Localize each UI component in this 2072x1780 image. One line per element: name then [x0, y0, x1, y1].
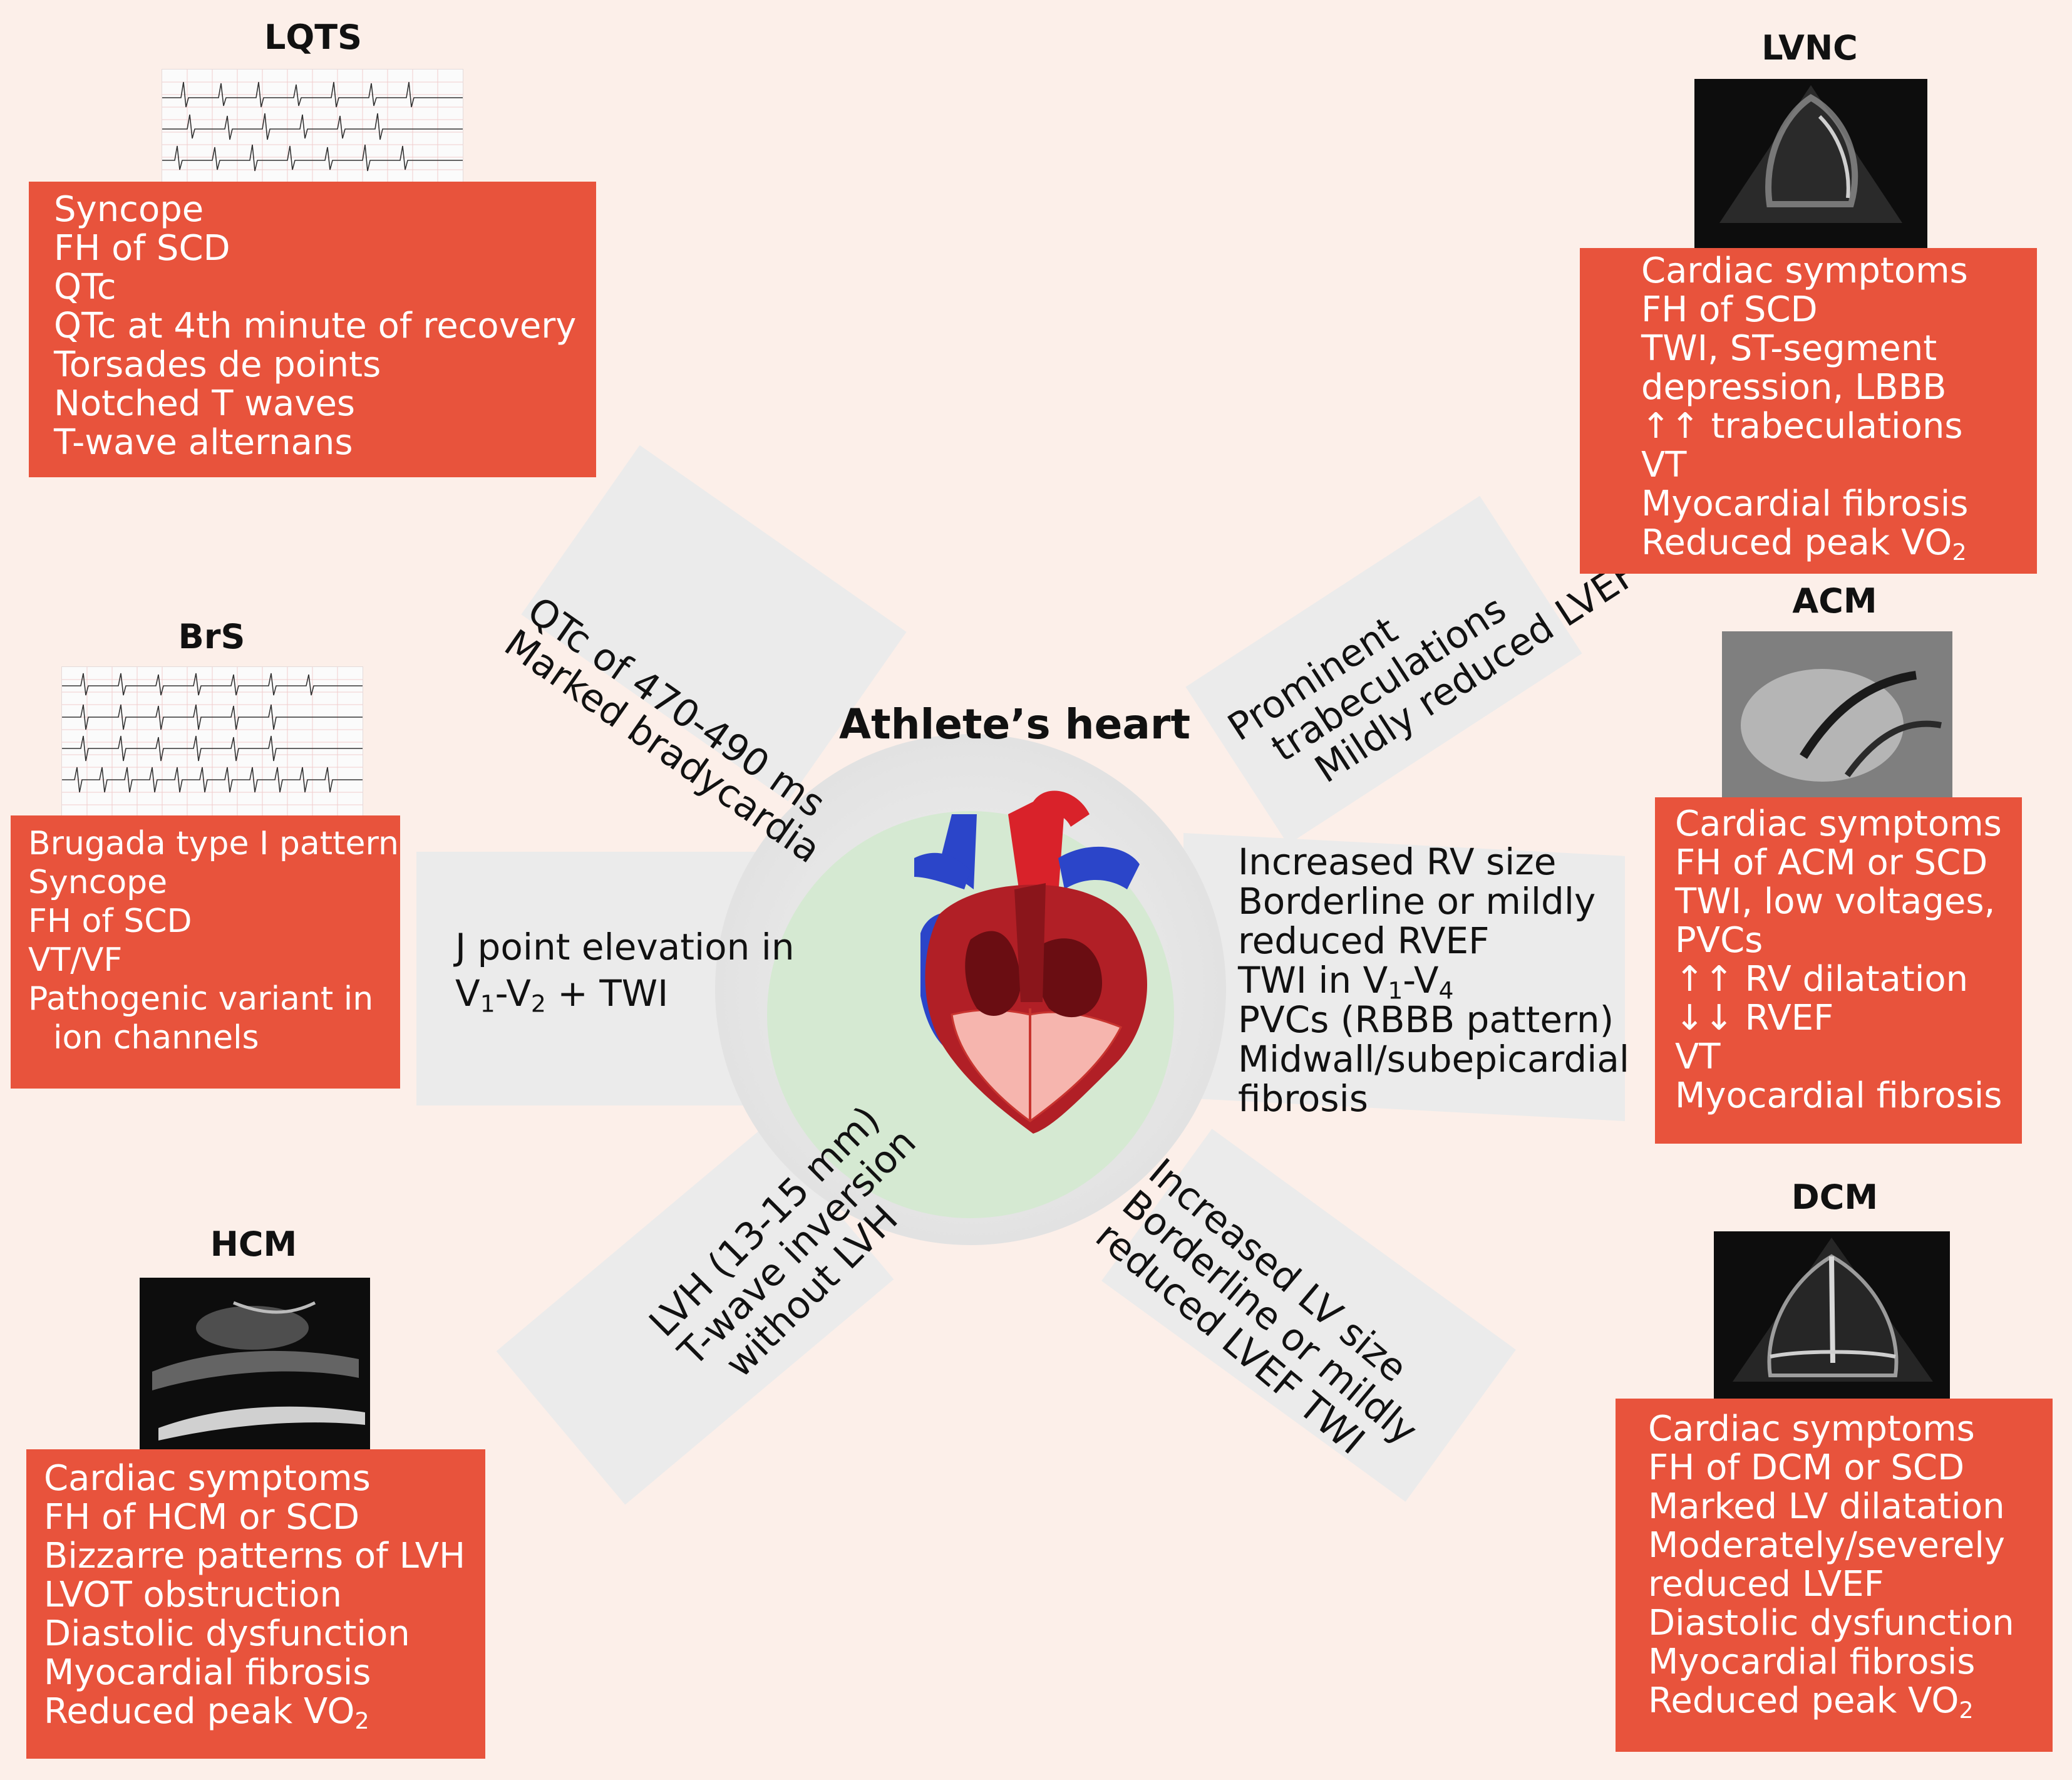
brs-item-1: Brugada type I pattern — [28, 825, 399, 862]
lqts-item-6: Notched T waves — [54, 383, 356, 424]
acm-item-4: PVCs — [1675, 920, 1763, 961]
lqts-item-1: Syncope — [54, 189, 204, 230]
dcm-item-8: Reduced peak VO2 — [1648, 1680, 1974, 1724]
acm-title: ACM — [1792, 581, 1877, 621]
hcm-item-2: FH of HCM or SCD — [44, 1497, 360, 1538]
center-title: Athlete’s heart — [839, 700, 1191, 748]
acm-item-5: ↑↑ RV dilatation — [1675, 959, 1969, 1000]
ray-rv-line-6: Midwall/subepicardial — [1238, 1038, 1629, 1080]
brs-ecg-image — [61, 666, 363, 818]
lqts-item-7: T-wave alternans — [54, 422, 353, 463]
brs-item-5: Pathogenic variant in — [28, 980, 374, 1018]
hcm-item-3: Bizzarre patterns of LVH — [44, 1536, 466, 1576]
dcm-item-2: FH of DCM or SCD — [1648, 1447, 1965, 1488]
acm-item-6: ↓↓ RVEF — [1675, 998, 1834, 1038]
lqts-item-5: Torsades de points — [54, 344, 381, 385]
hcm-criteria-box: Cardiac symptoms FH of HCM or SCD Bizzar… — [26, 1449, 485, 1759]
dcm-echo-image — [1714, 1231, 1950, 1399]
dcm-criteria-box: Cardiac symptoms FH of DCM or SCD Marked… — [1616, 1399, 2053, 1752]
lvnc-criteria-box: Cardiac symptoms FH of SCD TWI, ST-segme… — [1580, 248, 2037, 574]
ray-rv-text: Increased RV size Borderline or mildly r… — [1238, 842, 1629, 1119]
brs-criteria-box: Brugada type I pattern Syncope FH of SCD… — [11, 815, 400, 1089]
ray-rv-band — [1183, 833, 1625, 1121]
acm-item-1: Cardiac symptoms — [1675, 804, 2002, 844]
brs-title: BrS — [178, 617, 245, 656]
dcm-item-3: Marked LV dilatation — [1648, 1486, 2005, 1527]
acm-item-8: Myocardial fibrosis — [1675, 1075, 2002, 1116]
hcm-item-5: Diastolic dysfunction — [44, 1613, 410, 1654]
lqts-title: LQTS — [264, 18, 363, 57]
hcm-title: HCM — [210, 1224, 297, 1264]
ray-rv-line-3: reduced RVEF — [1238, 919, 1490, 962]
ray-rv-line-2: Borderline or mildly — [1238, 880, 1596, 923]
brs-item-4: VT/VF — [28, 941, 123, 979]
lvnc-item-2: FH of SCD — [1641, 289, 1818, 330]
brs-item-6: ion channels — [53, 1019, 259, 1057]
lqts-ecg-image — [162, 69, 463, 183]
lqts-item-3: QTc — [54, 267, 116, 308]
hcm-item-6: Myocardial fibrosis — [44, 1652, 371, 1693]
lvnc-item-1: Cardiac symptoms — [1641, 251, 1968, 291]
acm-item-3: TWI, low voltages, — [1675, 881, 1996, 922]
hcm-item-7: Reduced peak VO2 — [44, 1691, 369, 1735]
lqts-item-4: QTc at 4th minute of recovery — [54, 306, 577, 346]
lvnc-item-7: Myocardial fibrosis — [1641, 484, 1969, 524]
ray-rv-line-7: fibrosis — [1238, 1077, 1368, 1120]
lvnc-item-5: ↑↑ trabeculations — [1641, 406, 1963, 447]
hcm-item-4: LVOT obstruction — [44, 1575, 342, 1615]
ray-jpoint-text: J point elevation in V1-V2 + TWI — [455, 924, 795, 1017]
dcm-item-4: Moderately/severely — [1648, 1525, 2006, 1566]
heart-illustration — [914, 790, 1148, 1134]
lvnc-item-8: Reduced peak VO2 — [1641, 522, 1967, 566]
hcm-echo-image — [140, 1278, 370, 1450]
lvnc-item-4: depression, LBBB — [1641, 367, 1947, 408]
acm-mri-image — [1722, 631, 1952, 797]
acm-criteria-box: Cardiac symptoms FH of ACM or SCD TWI, l… — [1655, 797, 2022, 1144]
dcm-item-6: Diastolic dysfunction — [1648, 1603, 2014, 1643]
acm-item-2: FH of ACM or SCD — [1675, 842, 1988, 883]
lqts-criteria-box: Syncope FH of SCD QTc QTc at 4th minute … — [29, 182, 596, 477]
ray-jpoint-band — [416, 852, 767, 1105]
ray-rv-line-5: PVCs (RBBB pattern) — [1238, 998, 1614, 1041]
lvnc-title: LVNC — [1761, 28, 1858, 68]
lvnc-echo-image — [1694, 79, 1927, 248]
lqts-item-2: FH of SCD — [54, 228, 230, 269]
lvnc-item-3: TWI, ST-segment — [1641, 328, 1937, 369]
dcm-title: DCM — [1791, 1177, 1879, 1217]
acm-item-7: VT — [1675, 1037, 1721, 1077]
ray-jpoint-line-1: J point elevation in — [455, 926, 795, 968]
dcm-item-7: Myocardial fibrosis — [1648, 1642, 1976, 1682]
brs-item-3: FH of SCD — [28, 903, 192, 940]
lvnc-item-6: VT — [1641, 445, 1687, 485]
ray-rv-line-4: TWI in V1-V4 — [1238, 959, 1454, 1005]
hcm-item-1: Cardiac symptoms — [44, 1458, 371, 1499]
dcm-item-5: reduced LVEF — [1648, 1564, 1884, 1605]
ray-rv-line-1: Increased RV size — [1238, 841, 1557, 883]
brs-item-2: Syncope — [28, 864, 168, 901]
dcm-item-1: Cardiac symptoms — [1648, 1409, 1975, 1449]
ray-jpoint-line-2: V1-V2 + TWI — [455, 972, 669, 1018]
